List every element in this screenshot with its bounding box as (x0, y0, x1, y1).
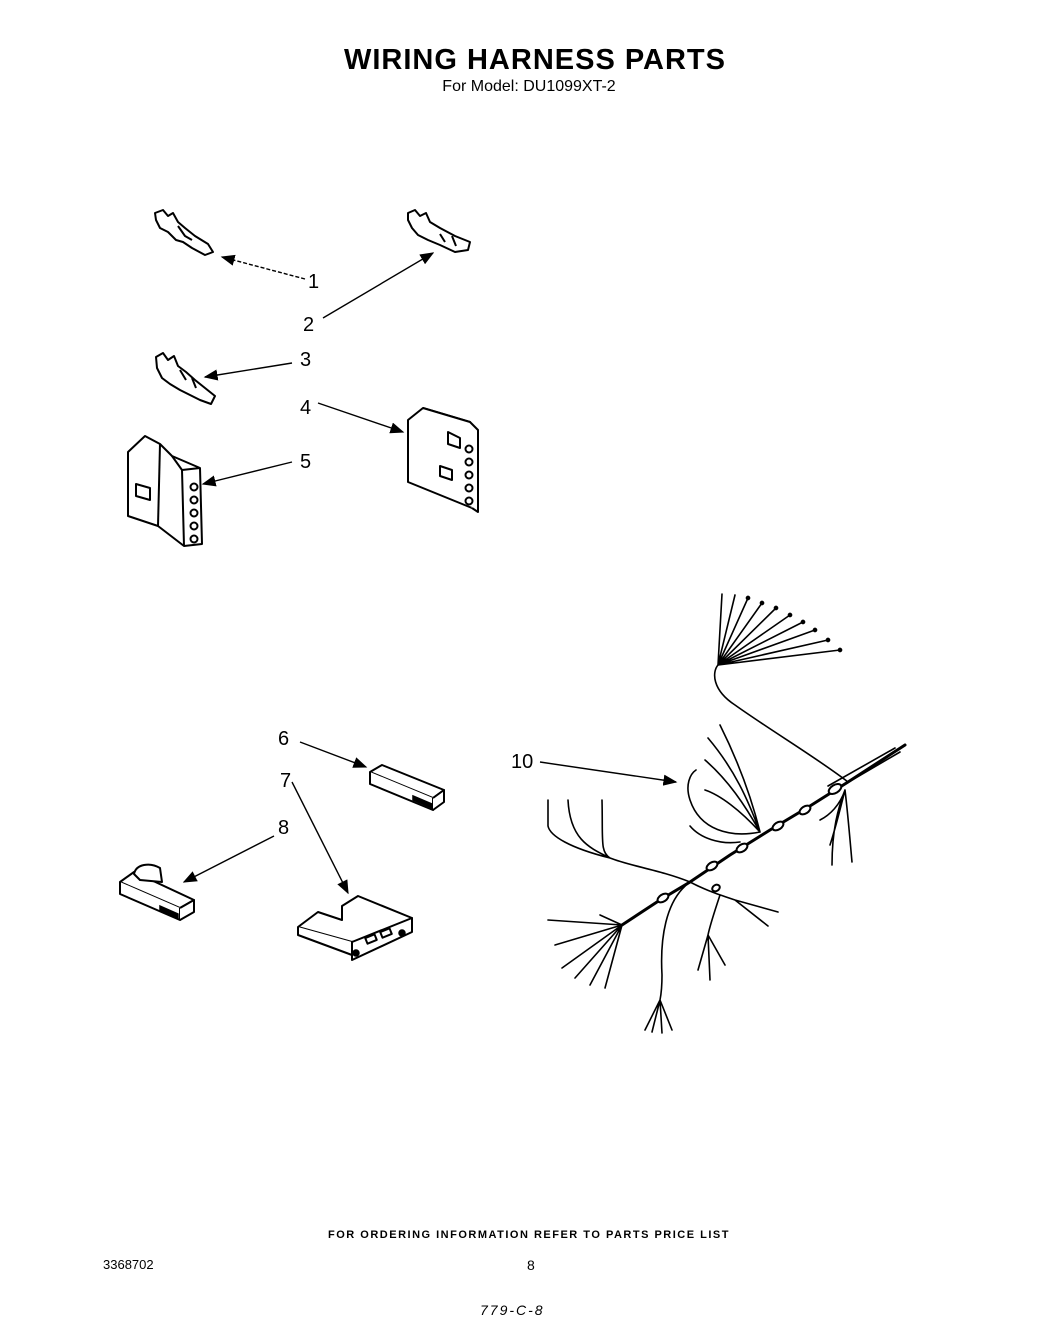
terminal-part-2 (407, 209, 471, 253)
terminal-part-3 (155, 352, 216, 405)
leader-1 (220, 254, 306, 280)
callout-2: 2 (303, 314, 314, 336)
document-number: 3368702 (103, 1257, 154, 1272)
callout-5: 5 (300, 451, 311, 473)
ordering-note: FOR ORDERING INFORMATION REFER TO PARTS … (328, 1229, 730, 1241)
callout-1: 1 (308, 271, 319, 293)
callout-7: 7 (280, 770, 291, 792)
connector-part-8 (119, 863, 195, 921)
callout-3: 3 (300, 349, 311, 371)
connector-part-5 (127, 435, 203, 547)
connector-part-4 (407, 407, 479, 513)
leader-8 (182, 835, 275, 883)
callout-8: 8 (278, 817, 289, 839)
leader-10 (539, 761, 678, 786)
leader-3 (203, 362, 293, 381)
callout-4: 4 (300, 397, 311, 419)
model-subtitle: For Model: DU1099XT-2 (442, 78, 616, 95)
leader-5 (201, 461, 293, 487)
leader-4 (317, 402, 405, 434)
leader-6 (299, 741, 368, 768)
page-title: WIRING HARNESS PARTS (344, 44, 726, 76)
page-number: 8 (527, 1257, 535, 1273)
callout-10: 10 (511, 751, 533, 773)
connector-part-7 (297, 895, 413, 961)
callout-6: 6 (278, 728, 289, 750)
terminal-part-1 (154, 209, 214, 256)
leader-7 (291, 781, 349, 895)
revision-code: 779-C-8 (480, 1302, 545, 1318)
connector-part-6 (369, 764, 445, 811)
wiring-harness-part-10 (547, 593, 907, 1034)
leader-2 (322, 252, 435, 319)
